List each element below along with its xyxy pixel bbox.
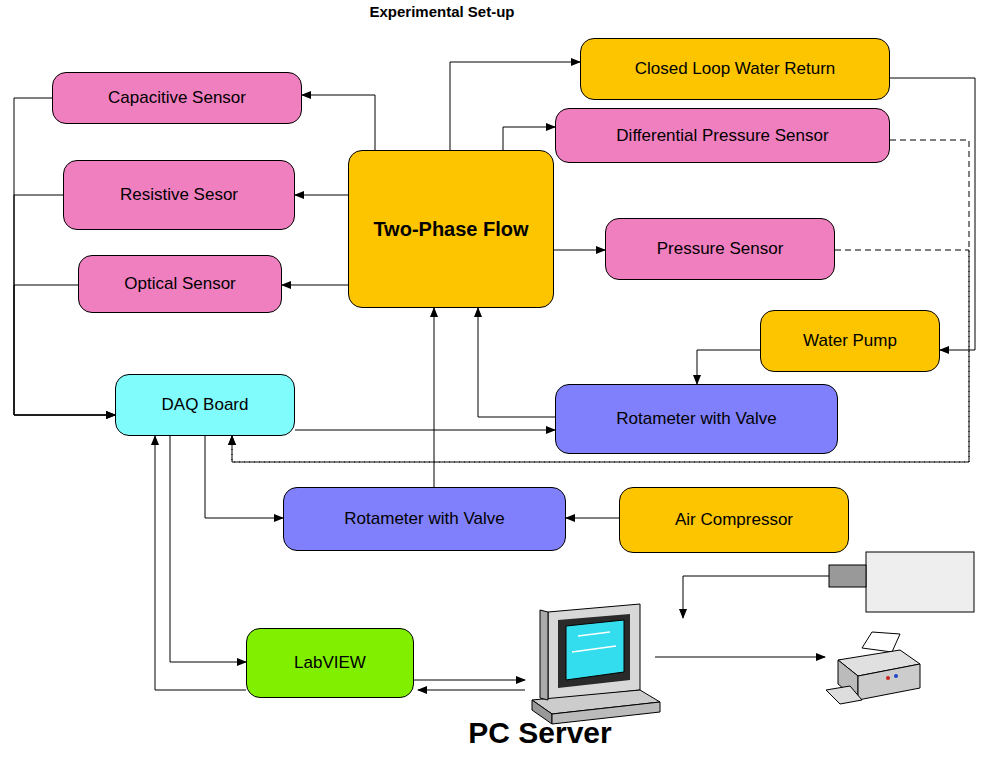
equipment-box: Water Pump	[760, 310, 940, 372]
connector-arrow	[554, 250, 605, 251]
connector-arrow	[282, 285, 348, 286]
node-text: LabVIEW	[294, 653, 366, 673]
camera-icon	[829, 552, 974, 612]
node-text: Two-Phase Flow	[373, 218, 528, 241]
node-text: Air Compressor	[675, 510, 793, 530]
connector-arrow	[478, 308, 555, 417]
server-label: PC Server	[468, 716, 611, 750]
node-text: Closed Loop Water Return	[635, 59, 836, 79]
diagram-title: Experimental Set-up	[369, 3, 514, 20]
node-text: Pressure Sensor	[657, 239, 784, 259]
connector-arrow	[205, 436, 283, 518]
node-text: Optical Sensor	[124, 274, 236, 294]
sensor-box: Pressure Sensor	[605, 218, 835, 280]
daq-box: DAQ Board	[115, 374, 295, 436]
printer-wire	[655, 657, 825, 658]
sensor-box: Capacitive Sensor	[52, 72, 302, 124]
node-text: Capacitive Sensor	[108, 88, 246, 108]
node-text: Differential Pressure Sensor	[616, 126, 828, 146]
sensor-box: Differential Pressure Sensor	[555, 108, 890, 163]
connector-arrow	[434, 308, 435, 487]
node-text: Water Pump	[803, 331, 897, 351]
software-box: LabVIEW	[246, 628, 414, 698]
pc-link	[414, 680, 525, 681]
sensor-box: Resistive Sesor	[63, 160, 295, 230]
connector-arrow	[697, 350, 760, 384]
computer-icon	[532, 604, 660, 724]
connector-arrow	[232, 140, 969, 462]
printer-icon	[826, 632, 920, 704]
flow-box: Two-Phase Flow	[348, 150, 554, 308]
rotameter-box: Rotameter with Valve	[283, 487, 566, 551]
sensor-box: Optical Sensor	[78, 255, 282, 313]
connector-arrow	[295, 195, 348, 196]
connector-arrow	[170, 436, 246, 662]
connector-arrow	[302, 95, 375, 150]
node-text: Resistive Sesor	[120, 185, 238, 205]
node-text: Rotameter with Valve	[616, 409, 776, 429]
pc-link	[418, 690, 525, 691]
node-text: Rotameter with Valve	[344, 509, 504, 529]
node-text: DAQ Board	[162, 395, 249, 415]
connector-arrow	[232, 250, 969, 462]
connector-arrow	[295, 430, 555, 431]
connector-arrow	[503, 127, 555, 150]
equipment-box: Air Compressor	[619, 487, 849, 553]
rotameter-box: Rotameter with Valve	[555, 384, 838, 454]
process-box: Closed Loop Water Return	[580, 38, 890, 100]
connector-arrow	[155, 436, 246, 690]
camera-wire	[683, 576, 829, 618]
connector-arrow	[566, 518, 619, 519]
